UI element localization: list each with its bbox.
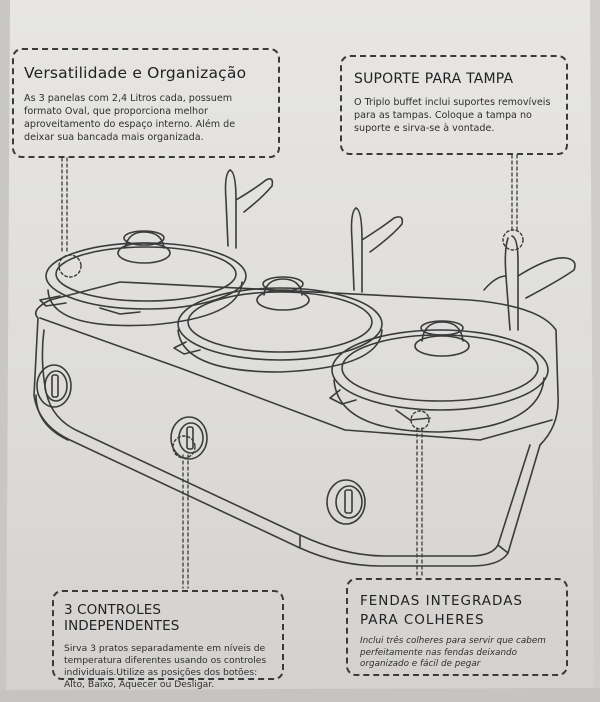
feature-title-versatilidade: Versatilidade e Organização: [24, 64, 247, 82]
pot-left: [39, 230, 247, 327]
control-knob-icon: [170, 416, 208, 460]
feature-title-controles: 3 CONTROLES INDEPENDENTES: [64, 602, 180, 634]
feature-body-fendas: Inclui três colheres para servir que cab…: [360, 636, 546, 669]
leader-lines: [61, 154, 518, 589]
feature-box-fendas: FENDAS INTEGRADAS PARA COLHERES Inclui t…: [346, 578, 568, 676]
pot-middle: [173, 276, 383, 373]
feature-body-controles: Sirva 3 pratos separadamente em níveis d…: [64, 643, 267, 690]
callout-circles: [58, 229, 524, 459]
buffet-base: [33, 281, 559, 567]
lid-rest-icon: [224, 169, 274, 249]
lid-rest-icon: [483, 235, 576, 331]
feature-title-suporte: SUPORTE PARA TAMPA: [354, 71, 514, 87]
feature-title-fendas-line2: PARA COLHERES: [360, 612, 485, 628]
feature-box-versatilidade: Versatilidade e Organização As 3 panelas…: [12, 48, 280, 158]
feature-title-fendas: FENDAS INTEGRADAS PARA COLHERES: [360, 592, 558, 630]
control-knob-icon: [36, 364, 72, 408]
lid-rest-icon: [350, 207, 404, 293]
control-knob-icon: [326, 479, 366, 525]
feature-box-suporte: SUPORTE PARA TAMPA O Triplo buffet inclu…: [340, 55, 568, 155]
feature-body-versatilidade: As 3 panelas com 2,4 Litros cada, possue…: [24, 93, 236, 143]
feature-title-fendas-line1: FENDAS INTEGRADAS: [360, 593, 523, 609]
feature-box-controles: 3 CONTROLES INDEPENDENTES Sirva 3 pratos…: [52, 590, 284, 690]
pot-right: [329, 320, 549, 433]
feature-body-suporte: O Triplo buffet inclui suportes removíve…: [354, 97, 551, 134]
